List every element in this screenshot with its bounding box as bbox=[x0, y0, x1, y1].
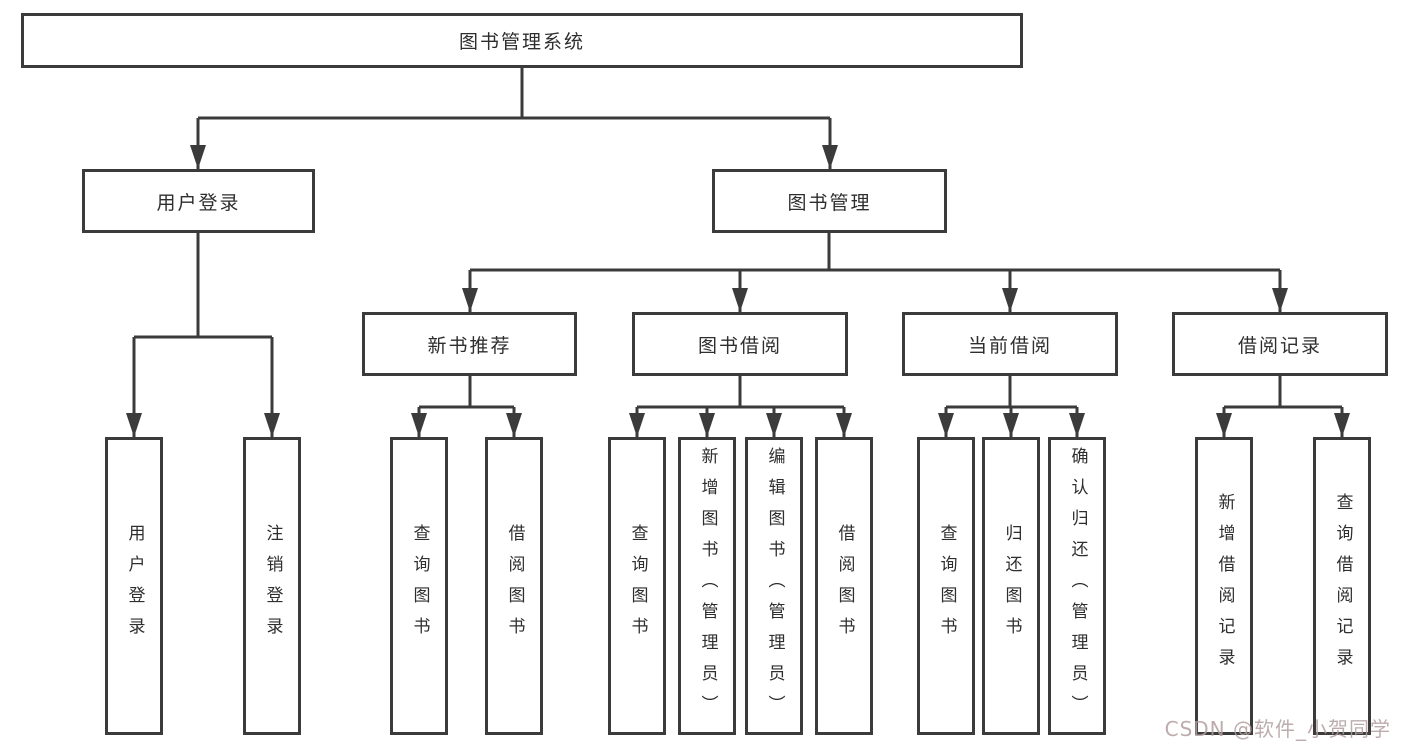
connector-root-to-level2 bbox=[196, 68, 832, 169]
node-edit-book-admin-label: 编辑图书（管理员） bbox=[764, 446, 785, 726]
node-book-borrow-label: 图书借阅 bbox=[697, 334, 782, 357]
node-query-book-current-label: 查询图书 bbox=[936, 524, 957, 648]
node-query-borrow-record-label: 查询借阅记录 bbox=[1332, 493, 1353, 679]
node-edit-book-admin: 编辑图书（管理员） bbox=[745, 437, 803, 735]
arrowheads bbox=[126, 145, 1350, 437]
node-current-borrow: 当前借阅 bbox=[902, 312, 1118, 376]
node-logout-label: 注销登录 bbox=[262, 524, 283, 648]
node-query-book-current: 查询图书 bbox=[917, 437, 975, 735]
node-add-borrow-record: 新增借阅记录 bbox=[1195, 437, 1253, 735]
node-borrow-book-label: 借阅图书 bbox=[834, 524, 855, 648]
connector-new-book-branch bbox=[417, 376, 516, 437]
node-user-login-group: 用户登录 bbox=[82, 169, 315, 233]
node-borrow-records-label: 借阅记录 bbox=[1237, 334, 1322, 357]
csdn-watermark: CSDN @软件_小贺同学 bbox=[1164, 717, 1391, 741]
connector-borrow-records-branch bbox=[1222, 376, 1344, 437]
node-user-login: 用户登录 bbox=[105, 437, 163, 735]
node-query-book-borrow: 查询图书 bbox=[608, 437, 666, 735]
node-book-management: 图书管理 bbox=[712, 169, 947, 233]
node-book-borrow: 图书借阅 bbox=[632, 312, 848, 376]
connector-book-borrow-branch bbox=[635, 376, 846, 437]
node-user-login-group-label: 用户登录 bbox=[156, 191, 241, 214]
node-query-book-recommend: 查询图书 bbox=[390, 437, 448, 735]
node-root-system: 图书管理系统 bbox=[21, 13, 1023, 68]
node-return-book: 归还图书 bbox=[982, 437, 1040, 735]
node-query-book-borrow-label: 查询图书 bbox=[627, 524, 648, 648]
node-new-book-recommend: 新书推荐 bbox=[362, 312, 577, 376]
node-current-borrow-label: 当前借阅 bbox=[967, 334, 1052, 357]
node-query-borrow-record: 查询借阅记录 bbox=[1313, 437, 1371, 735]
connector-book-management-branch bbox=[468, 233, 1282, 312]
node-book-management-label: 图书管理 bbox=[787, 191, 872, 214]
node-borrow-book-recommend-label: 借阅图书 bbox=[504, 524, 525, 648]
node-add-book-admin: 新增图书（管理员） bbox=[678, 437, 736, 735]
node-query-book-recommend-label: 查询图书 bbox=[409, 524, 430, 648]
connector-user-login-branch bbox=[132, 233, 274, 437]
node-confirm-return-admin-label: 确认归还（管理员） bbox=[1067, 446, 1088, 726]
node-user-login-label: 用户登录 bbox=[124, 524, 145, 648]
node-add-borrow-record-label: 新增借阅记录 bbox=[1214, 493, 1235, 679]
node-return-book-label: 归还图书 bbox=[1001, 524, 1022, 648]
node-borrow-book: 借阅图书 bbox=[815, 437, 873, 735]
node-borrow-book-recommend: 借阅图书 bbox=[485, 437, 543, 735]
node-logout: 注销登录 bbox=[243, 437, 301, 735]
node-root-system-label: 图书管理系统 bbox=[458, 31, 585, 53]
node-borrow-records: 借阅记录 bbox=[1172, 312, 1388, 376]
node-confirm-return-admin: 确认归还（管理员） bbox=[1048, 437, 1106, 735]
node-add-book-admin-label: 新增图书（管理员） bbox=[697, 446, 718, 726]
node-new-book-recommend-label: 新书推荐 bbox=[427, 334, 512, 357]
